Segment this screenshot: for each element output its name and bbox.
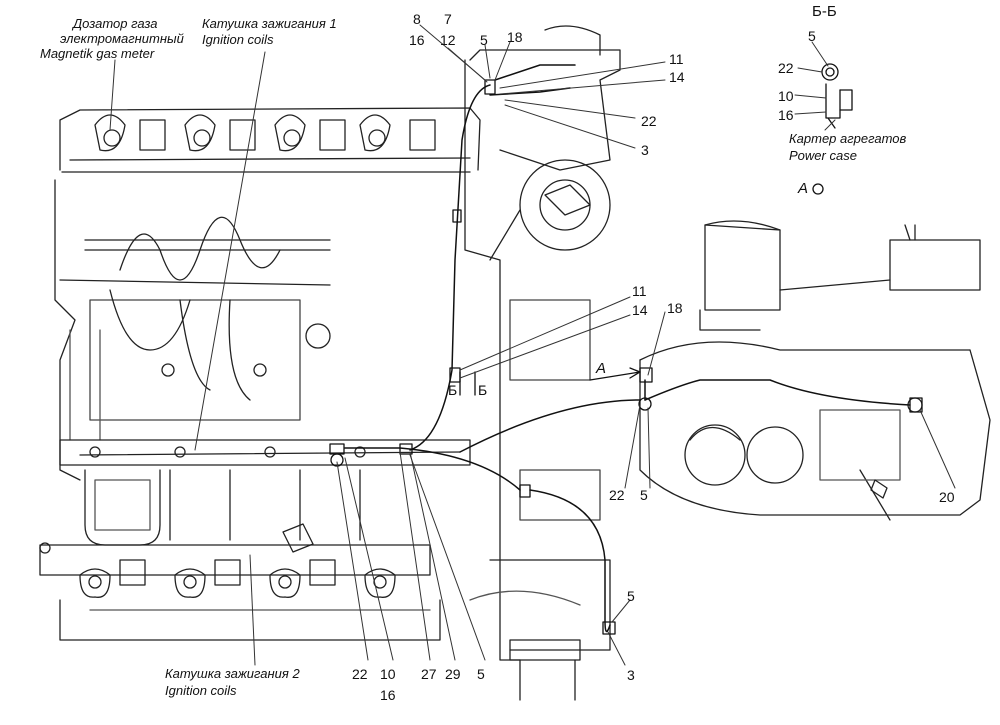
position-22-top: 22	[641, 113, 657, 129]
position-18-mid: 18	[667, 300, 683, 316]
position-27: 27	[421, 666, 437, 682]
upper-coils	[94, 114, 436, 152]
bb-position-22: 22	[778, 60, 794, 76]
position-29: 29	[445, 666, 461, 682]
view-a-top-label: А	[798, 180, 809, 197]
position-5-bottom: 5	[477, 666, 485, 682]
position-11-top: 11	[669, 51, 684, 67]
view-a-label: А	[596, 360, 607, 377]
position-3-top: 3	[641, 142, 649, 158]
power-case-label-ru: Картер агрегатов	[789, 131, 907, 146]
position-5-low: 5	[627, 588, 635, 604]
view-markers	[459, 183, 824, 396]
coil2-label-ru: Катушка зажигания 2	[165, 666, 300, 681]
bb-position-5: 5	[808, 28, 816, 44]
harness-clips	[329, 79, 923, 635]
position-10-bottom: 10	[380, 666, 396, 682]
position-16-bottom: 16	[380, 687, 396, 703]
coil1-label-ru: Катушка зажигания 1	[202, 16, 337, 31]
lower-coils	[79, 523, 396, 598]
engine-block	[39, 107, 481, 641]
position-14-mid: 14	[632, 302, 648, 318]
position-12: 12	[440, 32, 456, 48]
gas-meter-label-ru-1: Дозатор газа	[73, 16, 158, 31]
position-18-top: 18	[507, 29, 523, 45]
position-22-bottom: 22	[352, 666, 368, 682]
power-case-label-en: Power case	[789, 148, 857, 163]
position-14-top: 14	[669, 69, 685, 85]
section-bb-detail	[821, 63, 853, 129]
gas-meter-label-ru-2: электромагнитный	[60, 31, 184, 46]
wiring-harness	[344, 64, 911, 633]
section-bb-title: Б-Б	[812, 3, 837, 20]
position-22-mid: 22	[609, 487, 625, 503]
coil2-label-en: Ignition coils	[165, 683, 237, 698]
cut-b-right-label: Б	[478, 382, 488, 398]
position-8: 8	[413, 11, 421, 27]
power-case	[639, 220, 991, 521]
bb-position-10: 10	[778, 88, 794, 104]
position-5-mid: 5	[640, 487, 648, 503]
position-20: 20	[939, 489, 955, 505]
coil1-label-en: Ignition coils	[202, 32, 274, 47]
bb-position-16: 16	[778, 107, 794, 123]
cut-b-left-label: Б	[448, 382, 458, 398]
position-7: 7	[444, 11, 452, 27]
position-3-low: 3	[627, 667, 635, 683]
position-16-top: 16	[409, 32, 425, 48]
gas-meter-label-en: Magnetik gas meter	[40, 46, 155, 61]
leader-lines	[109, 24, 956, 666]
position-5-top: 5	[480, 32, 488, 48]
position-11-mid: 11	[632, 283, 647, 299]
